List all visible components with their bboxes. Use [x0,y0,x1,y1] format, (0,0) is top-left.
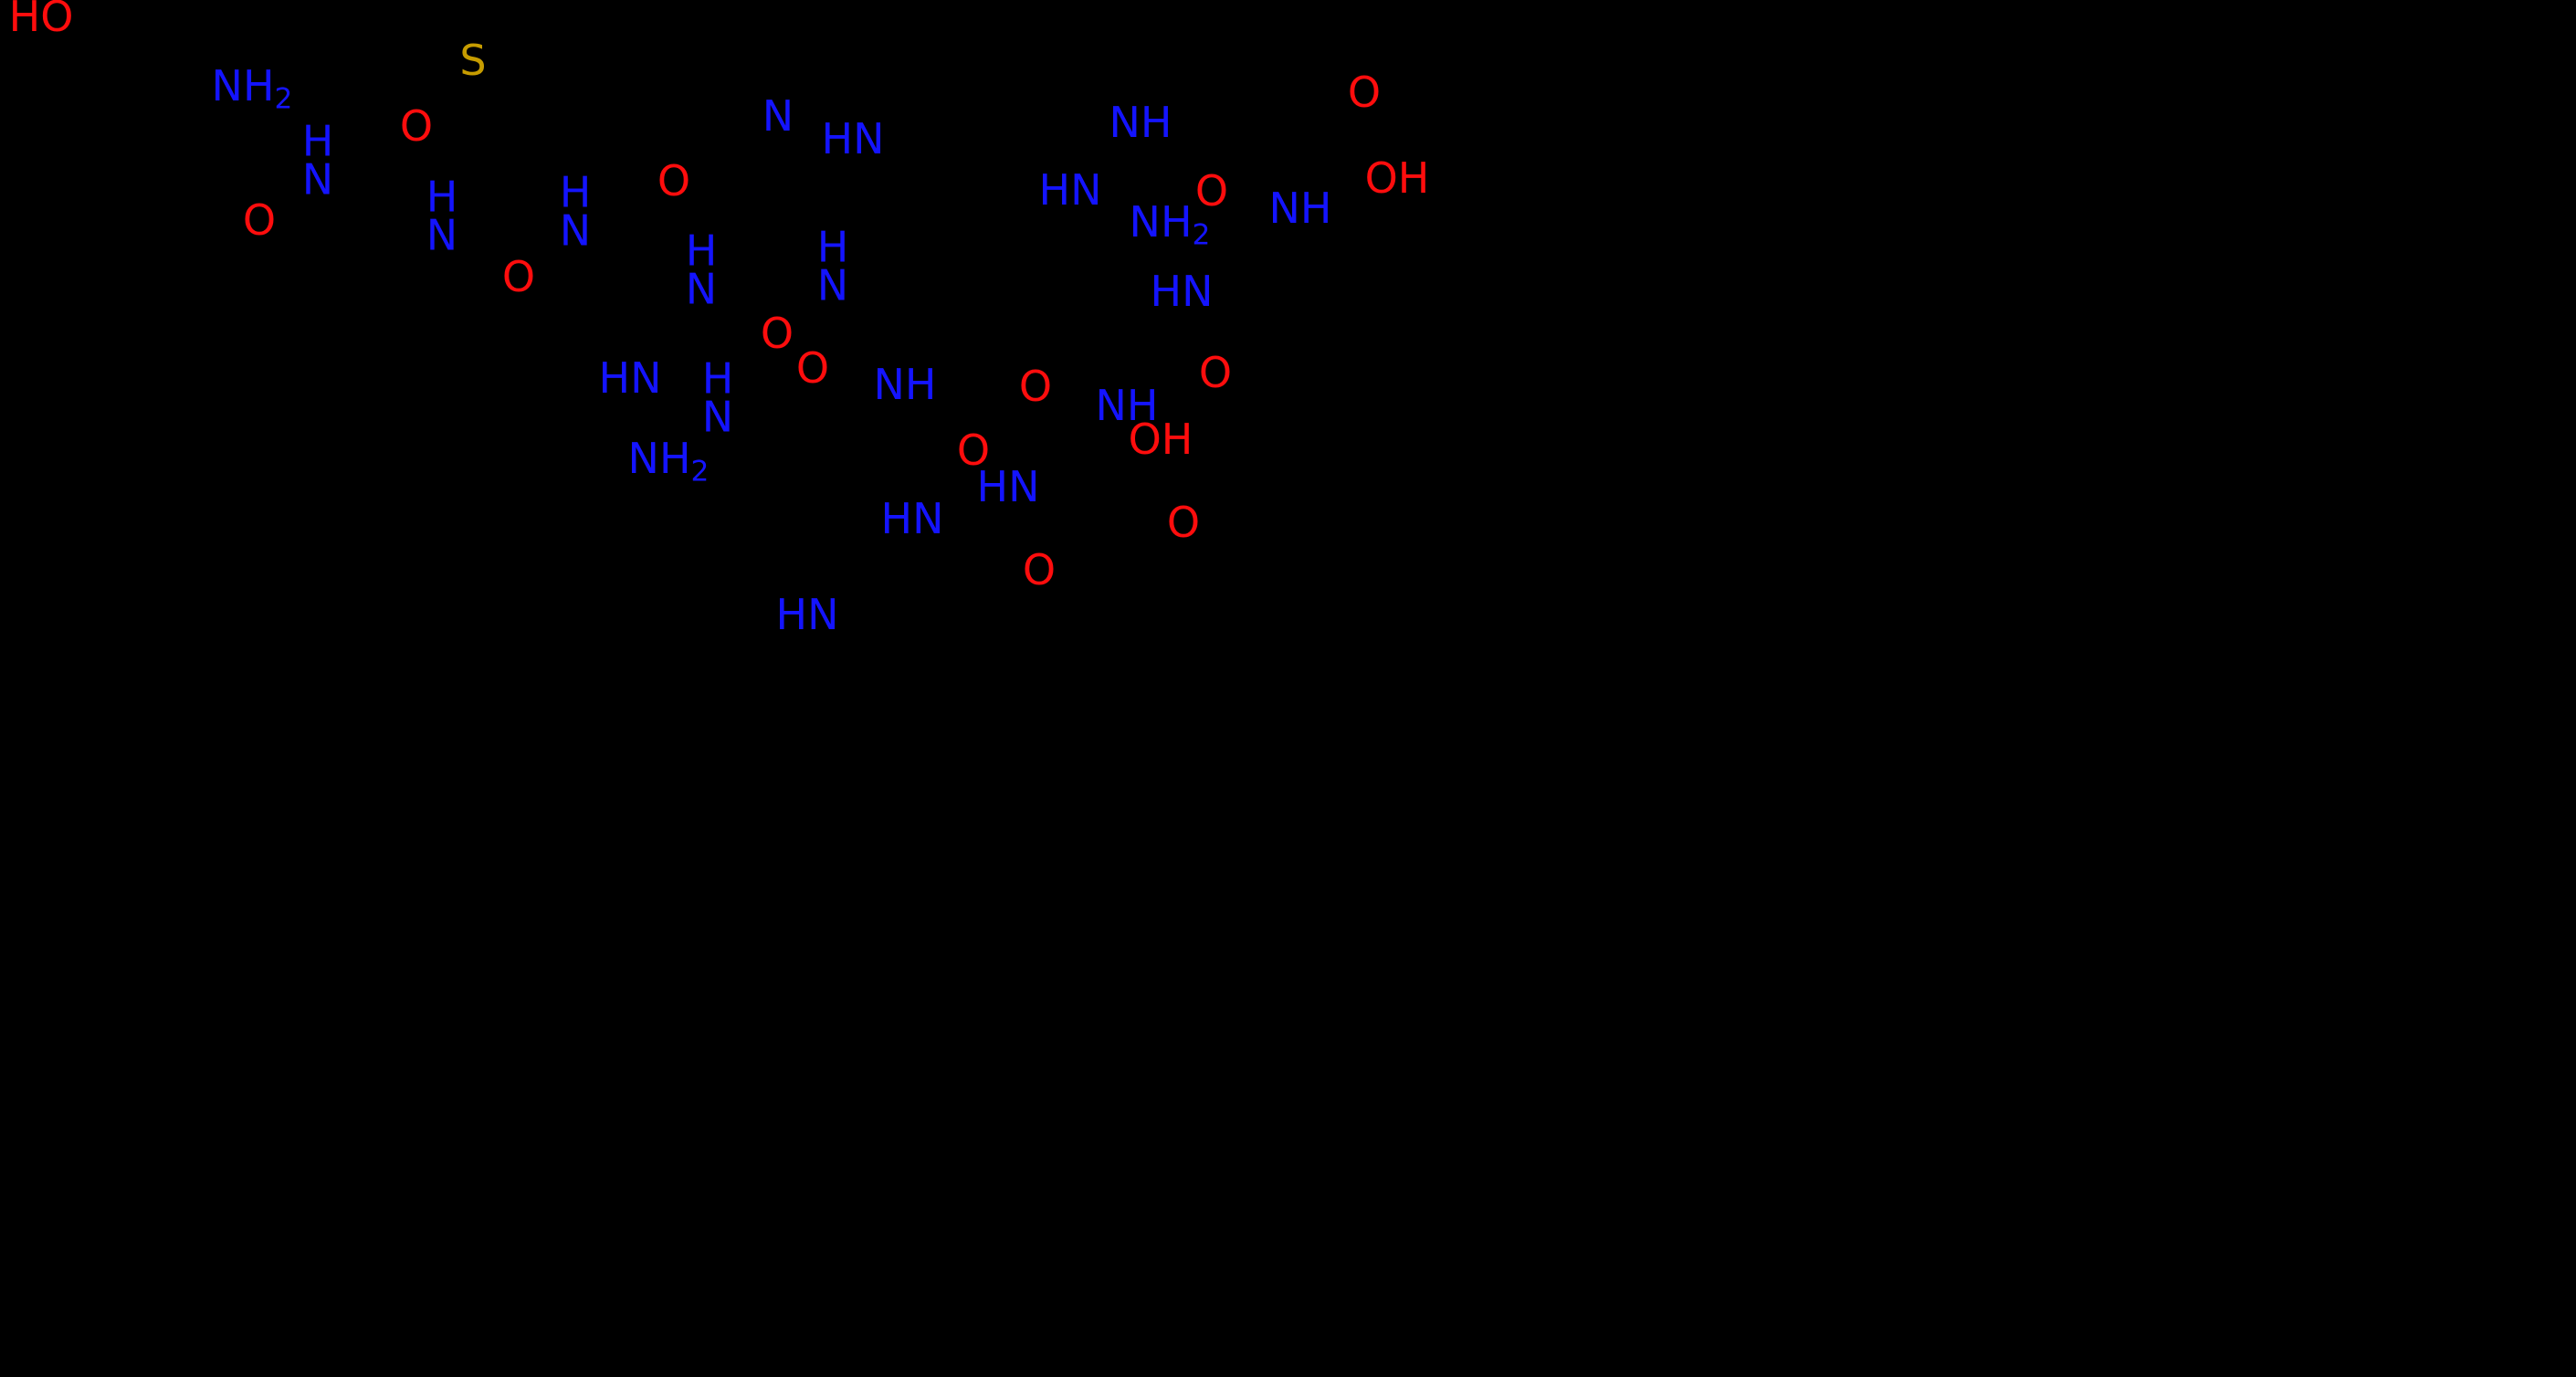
bond-group-backbone [58,37,2514,1293]
